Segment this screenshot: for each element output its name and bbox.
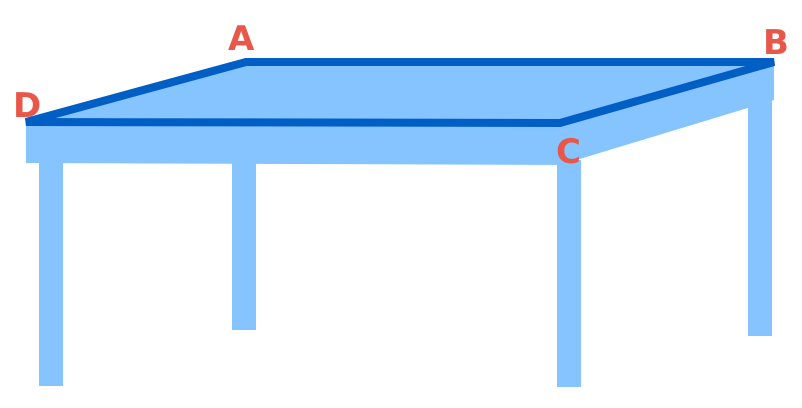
vertex-label-a: A xyxy=(228,19,255,59)
table-apron-side xyxy=(560,62,774,165)
table-leg-front-right xyxy=(557,160,581,387)
table-apron-front xyxy=(26,122,575,165)
table-leg-front-left xyxy=(39,160,63,386)
vertex-label-d: D xyxy=(13,86,41,126)
table-leg-back-right xyxy=(748,90,772,336)
table-leg-back-left xyxy=(232,150,256,330)
table-top xyxy=(24,58,776,128)
vertex-label-c: C xyxy=(556,132,581,172)
vertex-label-b: B xyxy=(763,23,789,63)
